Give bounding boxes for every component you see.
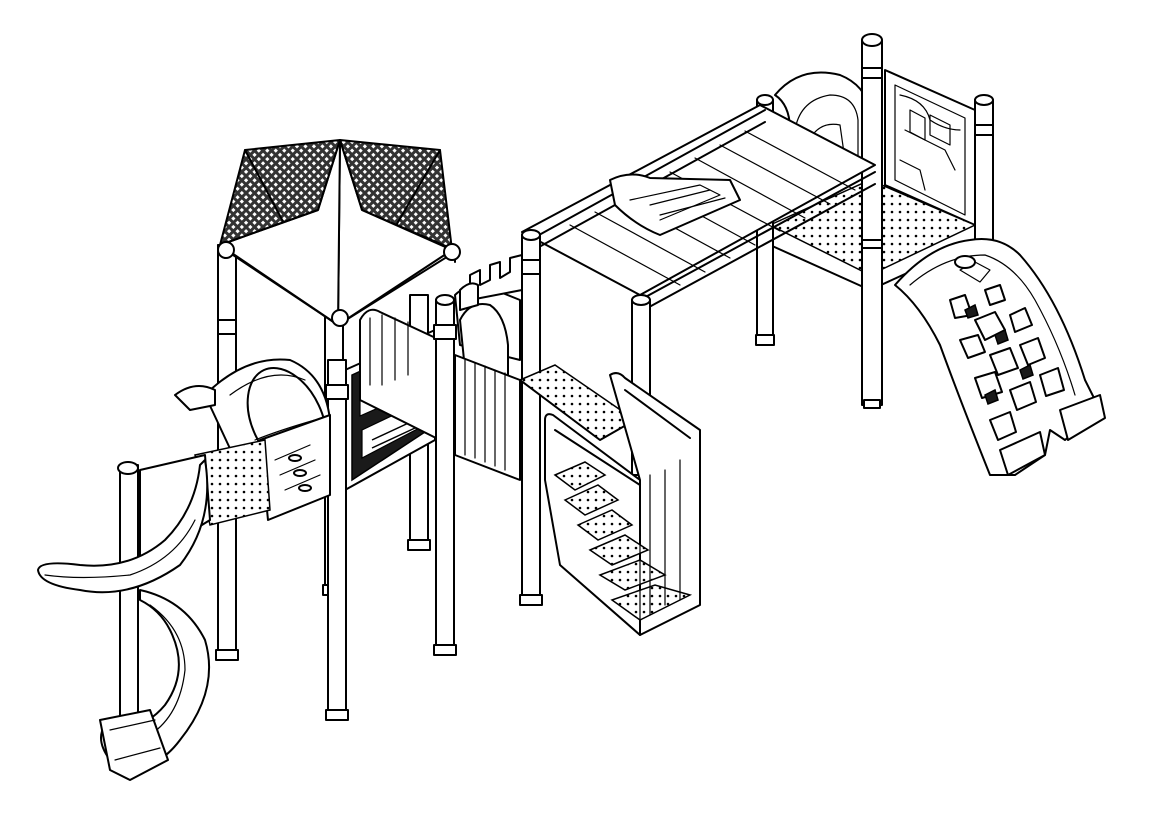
overhead-ladder bbox=[521, 104, 876, 313]
rock-climber bbox=[894, 238, 1106, 476]
tower-rail bbox=[359, 308, 441, 441]
crawl-tunnel bbox=[174, 358, 331, 526]
climber-panel-back bbox=[884, 69, 976, 226]
tower-posts-front bbox=[325, 294, 457, 721]
stairs bbox=[544, 372, 701, 636]
spiral-slide bbox=[37, 454, 211, 781]
middle-deck bbox=[454, 254, 637, 481]
mesh-roof bbox=[217, 139, 461, 327]
middle-tube bbox=[459, 282, 479, 311]
